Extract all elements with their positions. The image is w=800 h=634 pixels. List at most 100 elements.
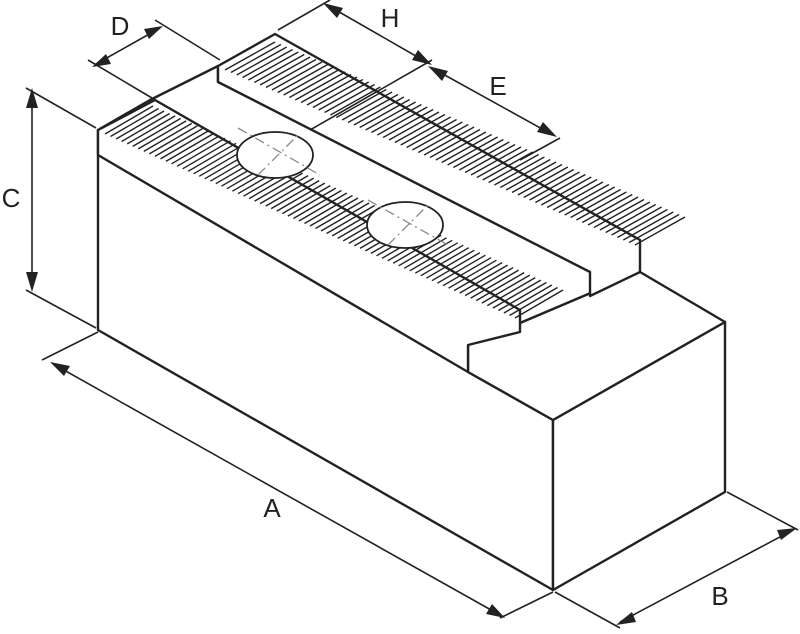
serration-tooth — [412, 121, 463, 151]
dimension-h: H — [277, 0, 433, 131]
serration-tooth — [400, 116, 452, 146]
dimension-e-label: E — [489, 71, 506, 101]
serration-tooth — [546, 178, 598, 209]
dimension-b: B — [554, 491, 799, 629]
serration-tooth — [281, 184, 331, 215]
serration-tooth — [320, 202, 370, 232]
serration-tooth — [259, 56, 311, 86]
serration-tooth — [423, 126, 475, 156]
serration-tooth — [441, 133, 493, 164]
serration-tooth — [429, 128, 481, 159]
serration-tooth — [312, 78, 364, 109]
serration-tooth — [529, 171, 580, 201]
serration-tooth — [287, 187, 337, 217]
serration-tooth — [511, 163, 563, 194]
serration-tooth — [248, 51, 299, 81]
serration-tooth — [488, 153, 539, 184]
serration-tooth — [426, 249, 475, 279]
serration-tooth — [121, 112, 170, 143]
serration-tooth — [403, 239, 453, 269]
serration-tooth — [587, 196, 639, 226]
serration-tooth — [558, 183, 610, 214]
serration-tooth — [193, 145, 242, 175]
serration-tooth — [132, 117, 182, 148]
dimension-b-label: B — [711, 581, 728, 611]
serration-tooth — [171, 135, 220, 165]
serration-tooth — [476, 148, 528, 179]
serration-tooth — [265, 58, 317, 89]
serration-tooth — [394, 113, 446, 144]
serration-tooth — [628, 213, 680, 244]
serration-tooth — [617, 208, 668, 239]
serration-tooth — [365, 101, 416, 131]
serration-tooth — [517, 166, 569, 196]
serration-tooth — [165, 132, 215, 163]
serration-tooth — [420, 247, 470, 277]
serration-tooth — [277, 63, 329, 94]
serration-tooth — [523, 168, 575, 199]
mounting-hole-2 — [366, 199, 449, 249]
dimension-c-label: C — [2, 183, 21, 213]
serration-tooth — [253, 53, 305, 84]
serration-tooth — [406, 118, 457, 149]
serration-tooth — [110, 107, 159, 138]
serration-tooth — [236, 46, 288, 76]
serration-tooth — [371, 103, 422, 134]
serration-tooth — [289, 68, 340, 99]
serration-tooth — [298, 192, 348, 222]
serration-tooth — [509, 286, 558, 317]
serration-tooth — [104, 105, 154, 135]
serration-tooth — [593, 198, 645, 229]
serration-tooth — [224, 41, 276, 71]
serration-tooth — [115, 110, 165, 140]
dimension-a: A — [41, 331, 554, 619]
back-serration-strip — [216, 32, 686, 298]
dimension-c: C — [2, 87, 97, 329]
front-serration-strip — [96, 98, 564, 374]
serration-tooth — [318, 81, 370, 111]
serration-tooth — [259, 174, 309, 205]
serration-tooth — [431, 252, 481, 282]
serration-tooth — [300, 73, 352, 104]
serration-tooth — [447, 136, 498, 166]
serration-tooth — [335, 88, 387, 119]
serration-tooth — [417, 123, 469, 154]
serration-tooth — [398, 237, 447, 267]
serration-tooth — [293, 189, 342, 220]
serration-tooth — [254, 172, 303, 202]
serration-tooth — [470, 269, 520, 299]
serration-tooth — [324, 83, 375, 114]
serration-tooth — [570, 188, 621, 219]
serration-tooth — [242, 48, 293, 79]
serration-tooth — [309, 197, 359, 227]
serration-tooth — [442, 257, 492, 287]
serration-tooth — [304, 194, 353, 225]
serration-tooth — [315, 199, 364, 230]
serration-tooth — [359, 98, 411, 129]
serration-tooth — [494, 156, 545, 186]
serration-tooth — [326, 204, 375, 235]
serration-tooth — [283, 66, 334, 96]
serration-tooth — [409, 242, 459, 272]
serration-tooth — [514, 289, 564, 319]
serration-tooth — [503, 284, 553, 314]
serration-tooth — [137, 120, 187, 150]
mounting-hole-1 — [236, 127, 321, 179]
serration-tooth — [611, 206, 662, 236]
serration-tooth — [154, 127, 204, 158]
serration-tooth — [464, 143, 516, 174]
serration-tooth — [435, 131, 487, 161]
serration-tooth — [492, 279, 542, 309]
serration-tooth — [376, 106, 428, 136]
serration-tooth — [271, 61, 323, 91]
serration-tooth — [540, 176, 592, 206]
serration-tooth — [187, 142, 237, 172]
serration-tooth — [622, 211, 674, 241]
serration-tooth — [505, 161, 557, 191]
serration-tooth — [486, 276, 536, 307]
serration-tooth — [481, 274, 531, 304]
serration-tooth — [353, 96, 405, 126]
serration-tooth — [475, 271, 525, 302]
serration-tooth — [470, 146, 522, 176]
serration-tooth — [482, 151, 534, 181]
